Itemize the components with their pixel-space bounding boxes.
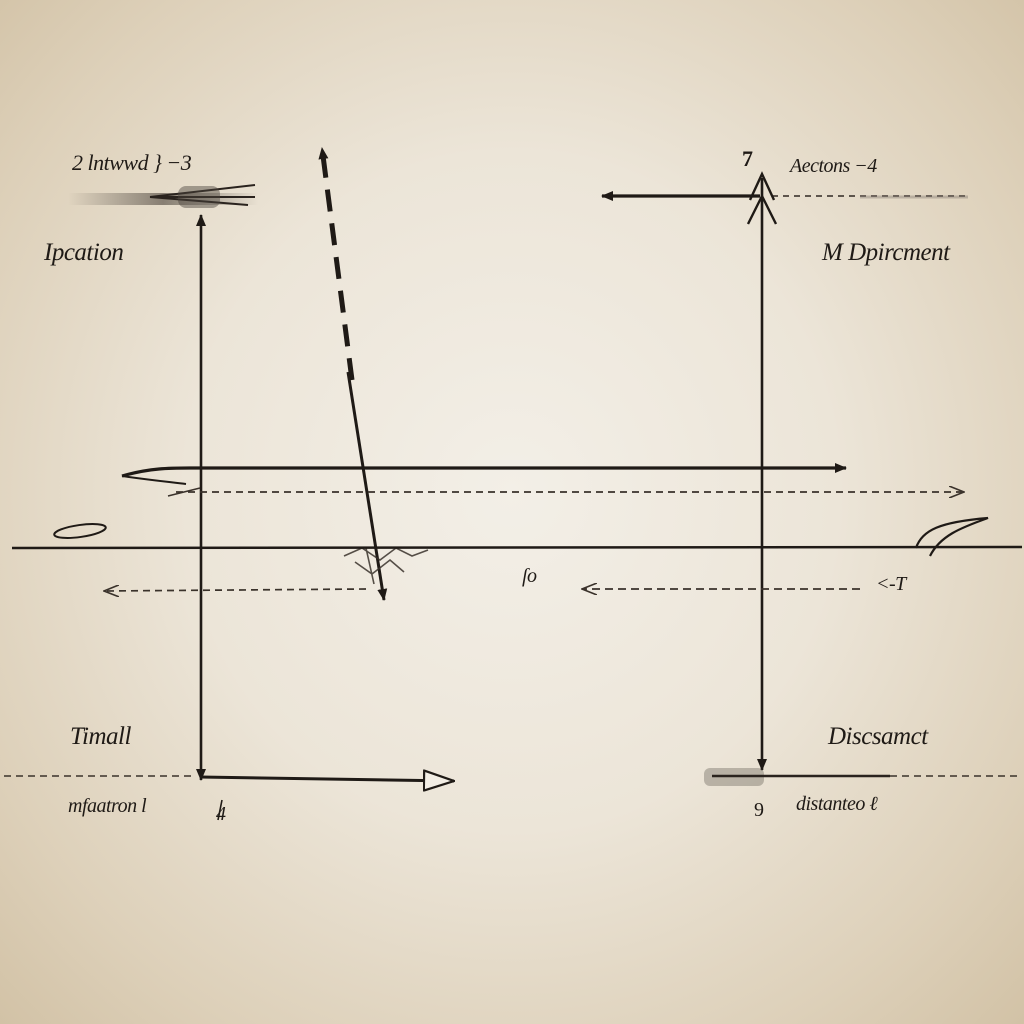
bottom-left-tick: [217, 799, 223, 821]
top-left-formula: 2 lntwwd } −3: [72, 150, 192, 175]
right-dash-label: <-T: [876, 573, 906, 595]
center-scribble: [343, 547, 429, 585]
left-upper-label: Ipcation: [44, 239, 124, 266]
top-left-left-arrow: [149, 184, 256, 206]
top-left-blob: [178, 186, 220, 208]
bottom-left-open-arrow: [199, 777, 454, 781]
right-axis-double-arrowhead: [746, 171, 778, 225]
dashed-arrow-start-mark: [167, 487, 201, 497]
right-lower-label: Discsamct: [828, 723, 928, 750]
long-horizontal-arrow: [121, 463, 847, 478]
center-mark: ſo: [522, 565, 537, 587]
long-horizontal-arrow-tail: [121, 475, 187, 485]
bottom-right-number: 9: [754, 799, 764, 821]
left-lower-label: Timall: [70, 723, 131, 750]
top-right-note: Aectons −4: [790, 155, 877, 177]
solid-diagonal-arrow: [346, 371, 388, 601]
right-upper-label: M Dpircment: [822, 239, 950, 266]
ground-line: [11, 545, 1023, 550]
bottom-left-mark: 4: [216, 803, 226, 825]
left-small-oval: [53, 523, 107, 539]
lower-left-dashed-arrow: [104, 589, 367, 591]
right-curl: [914, 516, 989, 557]
bottom-right-note: distanteo ℓ: [796, 793, 878, 815]
bottom-left-note: mfaatron l: [68, 795, 147, 817]
dashed-diagonal-arrow: [318, 147, 355, 381]
top-right-number: 7: [742, 146, 753, 171]
